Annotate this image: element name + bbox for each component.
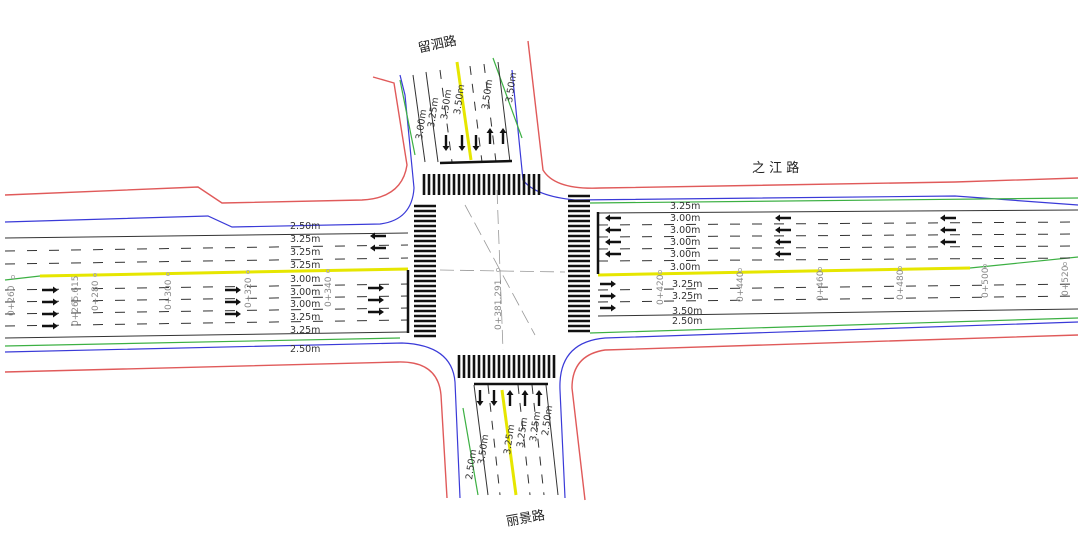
west-width-8: 3.25m	[290, 312, 320, 323]
west-width-2: 3.25m	[290, 234, 320, 245]
road-name-east-west: 之 江 路	[752, 160, 799, 176]
north-width-6: 3.50m	[504, 72, 519, 104]
station-0-280: 0+280	[91, 280, 101, 311]
south-width-2: 3.50m	[476, 434, 491, 466]
curb-se	[571, 334, 1079, 501]
south-lane-lines	[473, 384, 559, 496]
west-width-6: 3.00m	[290, 287, 320, 298]
station-0-480: 0+480	[896, 269, 906, 300]
east-width-7: 3.25m	[672, 279, 702, 290]
curb-sw	[4, 361, 448, 499]
south-width-5: 3.25m	[528, 411, 543, 443]
station-ticks	[10, 261, 1068, 279]
west-width-bottom: 2.50m	[290, 344, 320, 355]
stop-lines	[406, 159, 600, 386]
north-width-5: 3.50m	[480, 79, 495, 111]
crosswalk-west	[414, 204, 436, 338]
east-width-1: 3.25m	[670, 201, 700, 212]
curb-lines	[4, 40, 1079, 501]
crosswalk-south	[457, 355, 556, 378]
east-width-4: 3.00m	[670, 237, 700, 248]
south-width-4: 3.25m	[515, 417, 530, 449]
road-name-north: 留泗路	[417, 33, 458, 57]
west-width-5: 3.00m	[290, 274, 320, 285]
west-width-9: 3.25m	[290, 325, 320, 336]
east-width-2: 3.00m	[670, 213, 700, 224]
west-width-1: 2.50m	[290, 221, 320, 232]
south-lane-widths: 2.50m 3.50m 3.25m 3.25m 3.25m 2.50m	[464, 405, 555, 481]
station-0-420: 0+420	[656, 274, 666, 305]
north-width-1: 3.00m	[414, 109, 429, 141]
east-width-6: 3.00m	[670, 262, 700, 273]
south-width-1: 2.50m	[464, 449, 479, 481]
south-width-3: 3.25m	[502, 424, 517, 456]
north-width-2: 3.25m	[426, 97, 441, 129]
north-lane-widths: 3.00m 3.25m 3.50m 3.50m 3.50m 3.50m	[414, 72, 519, 141]
station-0-440: 0+440	[736, 271, 746, 302]
west-width-3: 3.25m	[290, 247, 320, 258]
east-width-3: 3.00m	[670, 225, 700, 236]
east-width-9: 3.50m	[672, 306, 702, 317]
crosswalk-north	[422, 174, 541, 195]
station-0-500: 0+500	[981, 267, 991, 298]
road-name-south: 丽景路	[505, 507, 546, 530]
north-width-4: 3.50m	[452, 84, 467, 116]
east-lane-widths: 3.25m 3.00m 3.00m 3.00m 3.00m 3.00m 3.25…	[670, 201, 702, 327]
curb-ne	[527, 40, 1079, 189]
crosswalk-east	[568, 194, 590, 333]
west-lane-lines	[4, 232, 409, 339]
station-0-260: 0+260	[7, 285, 17, 316]
west-lane-widths: 2.50m 3.25m 3.25m 3.25m 3.00m 3.00m 3.00…	[290, 221, 320, 355]
north-width-3: 3.50m	[439, 89, 454, 121]
west-width-7: 3.00m	[290, 299, 320, 310]
station-center: 0+381.291	[494, 280, 504, 330]
station-0-265615: 0+265.615	[71, 276, 81, 326]
west-width-4: 3.25m	[290, 260, 320, 271]
station-labels: 0+260 0+265.615 0+280 0+300 0+320 0+340 …	[7, 265, 1071, 330]
curb-nw	[4, 76, 408, 204]
station-0-460: 0+460	[816, 270, 826, 301]
station-0-520: 0+520	[1061, 265, 1071, 296]
station-0-300: 0+300	[164, 279, 174, 310]
south-width-6: 2.50m	[540, 405, 555, 437]
north-lane-lines	[412, 61, 511, 163]
east-width-10: 2.50m	[672, 316, 702, 327]
east-width-8: 3.25m	[672, 291, 702, 302]
station-0-340: 0+340	[324, 276, 334, 307]
east-width-5: 3.00m	[670, 249, 700, 260]
green-strips	[4, 57, 1079, 496]
north-arrows	[442, 128, 507, 151]
east-lane-lines	[597, 209, 1079, 317]
station-0-320: 0+320	[244, 277, 254, 308]
